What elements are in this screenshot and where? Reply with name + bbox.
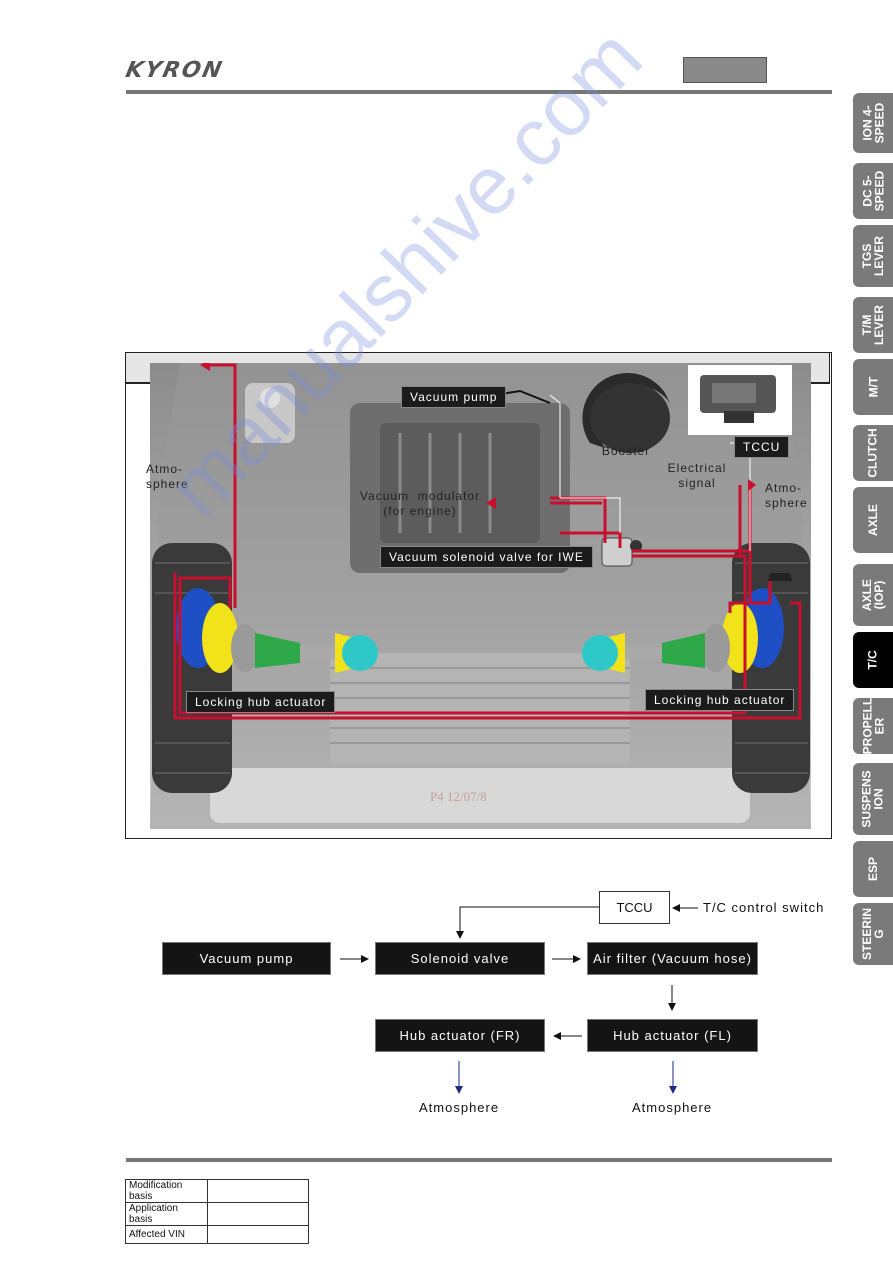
svg-text:P4 12/07/8: P4 12/07/8 bbox=[430, 789, 487, 804]
header-rule bbox=[126, 90, 832, 94]
table-key: Modification basis bbox=[125, 1179, 208, 1203]
atmosphere-right-label: Atmo- sphere bbox=[765, 481, 808, 510]
flow-hub-fr-box: Hub actuator (FR) bbox=[375, 1019, 545, 1052]
table-row: Modification basis bbox=[125, 1179, 309, 1203]
table-row: Affected VIN bbox=[125, 1225, 309, 1244]
solenoid-valve-iwe-label: Vacuum solenoid valve for IWE bbox=[380, 546, 593, 568]
electrical-signal-label: Electrical signal bbox=[667, 461, 727, 490]
hub-actuator-left-label: Locking hub actuator bbox=[186, 691, 336, 713]
booster-label: Booster bbox=[601, 444, 651, 458]
flow-air-filter-box: Air filter (Vacuum hose) bbox=[587, 942, 758, 975]
flow-hub-fl-box: Hub actuator (FL) bbox=[587, 1019, 758, 1052]
hub-actuator-right-label: Locking hub actuator bbox=[645, 689, 795, 711]
side-tab-t-c[interactable]: T/C bbox=[853, 632, 893, 688]
flow-atmosphere-left: Atmosphere bbox=[419, 1100, 500, 1115]
side-tab-esp[interactable]: ESP bbox=[853, 841, 893, 897]
side-tab-axle-iop[interactable]: AXLE (IOP) bbox=[853, 564, 893, 626]
table-key: Application basis bbox=[125, 1202, 208, 1226]
side-tab-ion-4-speed[interactable]: ION 4- SPEED bbox=[853, 93, 893, 153]
side-tab-clutch[interactable]: CLUTCH bbox=[853, 425, 893, 481]
side-tab-m-t[interactable]: M/T bbox=[853, 359, 893, 415]
flow-atmosphere-right: Atmosphere bbox=[632, 1100, 713, 1115]
atmosphere-left-label: Atmo- sphere bbox=[146, 462, 189, 491]
vacuum-pump-label: Vacuum pump bbox=[401, 386, 507, 408]
side-tab-dc-5-speed[interactable]: DC 5- SPEED bbox=[853, 163, 893, 219]
table-row: Application basis bbox=[125, 1202, 309, 1226]
flow-tc-switch-label: T/C control switch bbox=[703, 900, 825, 915]
tccu-label: TCCU bbox=[734, 436, 790, 458]
flow-vacuum-pump-box: Vacuum pump bbox=[162, 942, 331, 975]
vacuum-modulator-label: Vacuum modulator (for engine) bbox=[359, 489, 481, 518]
flow-tccu-box: TCCU bbox=[599, 891, 670, 924]
flow-solenoid-valve-box: Solenoid valve bbox=[375, 942, 545, 975]
side-tab-suspens-ion[interactable]: SUSPENS ION bbox=[853, 763, 893, 835]
side-tab-steerin-g[interactable]: STEERIN G bbox=[853, 903, 893, 965]
side-tab-axle[interactable]: AXLE bbox=[853, 487, 893, 553]
table-value bbox=[207, 1179, 309, 1203]
page-number-box bbox=[683, 57, 767, 83]
side-tab-tgs-lever[interactable]: TGS LEVER bbox=[853, 225, 893, 287]
table-value bbox=[207, 1225, 309, 1244]
modification-table: Modification basis Application basis Aff… bbox=[125, 1179, 309, 1244]
side-tab-t-m-lever[interactable]: T/M LEVER bbox=[853, 297, 893, 353]
footer-rule bbox=[126, 1158, 832, 1162]
side-tab-propell-er[interactable]: PROPELL ER bbox=[853, 698, 893, 754]
table-key: Affected VIN bbox=[125, 1225, 208, 1244]
table-value bbox=[207, 1202, 309, 1226]
